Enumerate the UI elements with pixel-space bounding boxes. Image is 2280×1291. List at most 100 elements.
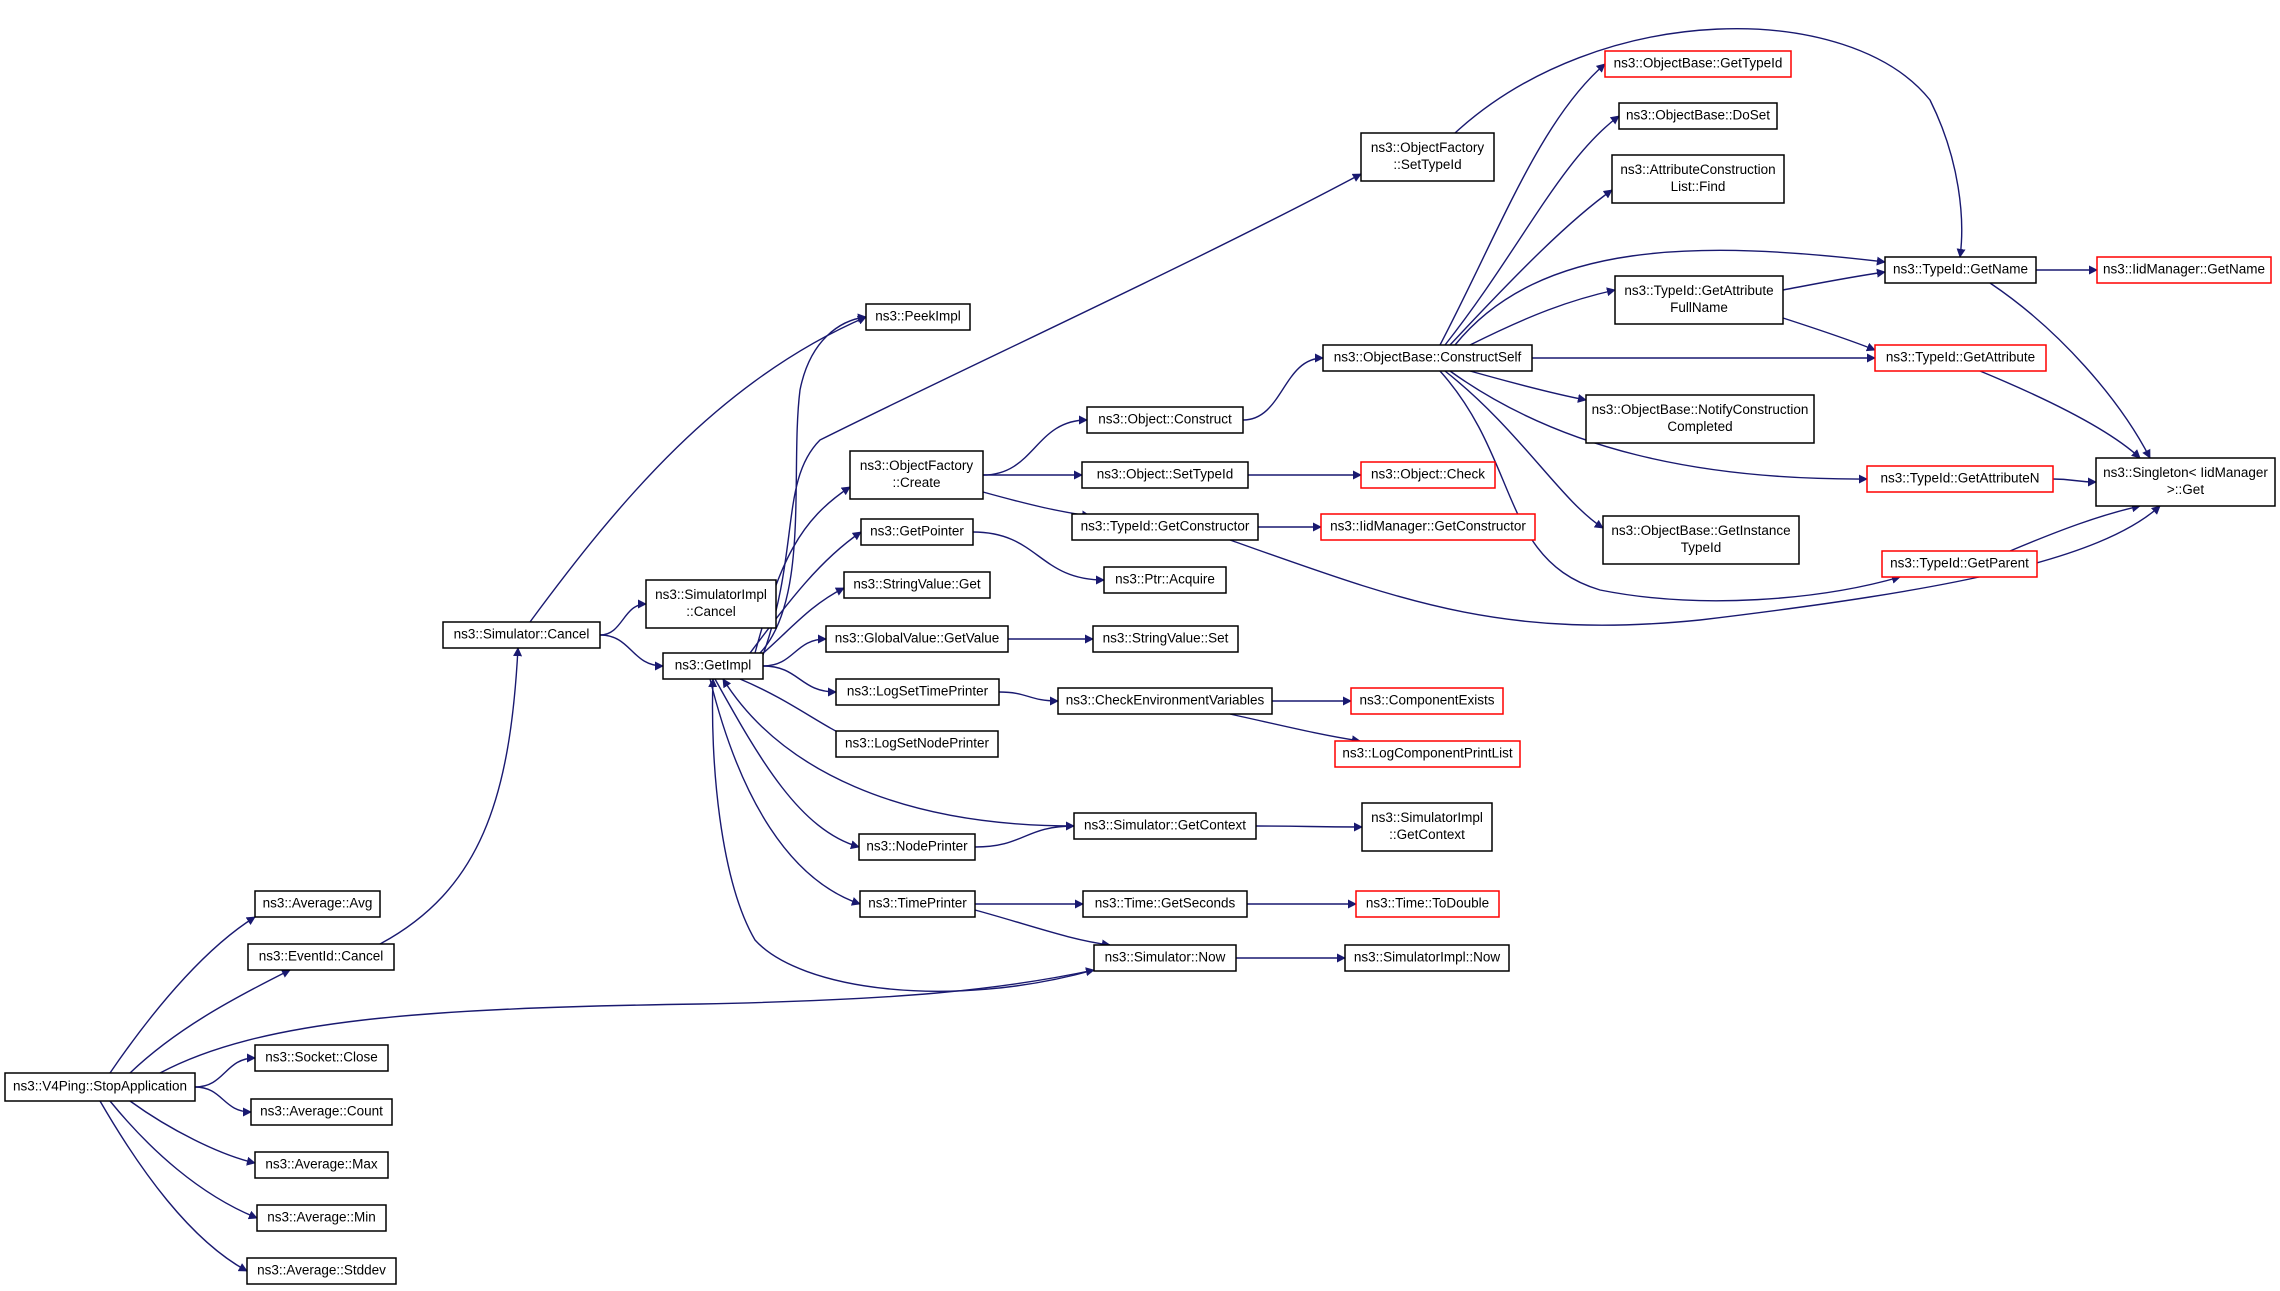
node-compexists[interactable]: ns3::ComponentExists [1350,687,1504,715]
node-nodeprinter[interactable]: ns3::NodePrinter [858,833,976,861]
edge-obconstructself-to-obgetinst [1444,370,1604,529]
node-simnow[interactable]: ns3::Simulator::Now [1093,944,1237,972]
node-singleton[interactable]: ns3::Singleton< IidManager>::Get [2095,457,2276,507]
node-label: ns3::LogSetNodePrinter [845,736,990,751]
node-label: ns3::GetImpl [675,658,752,673]
node-simgetctx[interactable]: ns3::Simulator::GetContext [1073,812,1257,840]
node-box [1585,394,1815,444]
node-label: ns3::Socket::Close [265,1050,378,1065]
node-objcheck[interactable]: ns3::Object::Check [1360,461,1496,489]
node-min[interactable]: ns3::Average::Min [256,1204,387,1232]
node-label: ns3::ComponentExists [1359,693,1494,708]
node-tidgetctor[interactable]: ns3::TypeId::GetConstructor [1071,513,1259,541]
edge-stop-to-stddev [99,1100,248,1272]
node-tidgetname[interactable]: ns3::TypeId::GetName [1884,256,2037,284]
node-box [849,450,984,500]
node-box [1057,687,1273,715]
node-checkenv[interactable]: ns3::CheckEnvironmentVariables [1057,687,1273,715]
node-logsetnode[interactable]: ns3::LogSetNodePrinter [835,730,999,758]
node-getpointer[interactable]: ns3::GetPointer [860,518,974,546]
node-box [1081,461,1249,489]
node-simcancel[interactable]: ns3::Simulator::Cancel [442,621,601,649]
node-getimpl[interactable]: ns3::GetImpl [662,652,764,680]
node-box [247,943,395,971]
node-simimplnow[interactable]: ns3::SimulatorImpl::Now [1344,944,1510,972]
node-count[interactable]: ns3::Average::Count [250,1098,393,1126]
edge-tidgetctor-to-singleton [1229,505,2161,626]
node-stop[interactable]: ns3::V4Ping::StopApplication [4,1072,196,1102]
node-iidgetctor[interactable]: ns3::IidManager::GetConstructor [1320,513,1536,541]
node-label: ns3::TypeId::GetAttribute [1624,283,1773,298]
node-ptracquire[interactable]: ns3::Ptr::Acquire [1103,566,1227,594]
edge-obconstructself-to-tidgetname [1454,249,1886,346]
node-box [442,621,601,649]
node-peekimpl[interactable]: ns3::PeekImpl [865,303,971,331]
node-box [1082,890,1248,918]
edge-simgetctx-to-simimplgetctx [1255,822,1363,832]
node-tidgetattrn[interactable]: ns3::TypeId::GetAttributeN [1866,465,2054,493]
edge-tidgetname-to-singleton [1989,282,2151,459]
node-simimplcancel[interactable]: ns3::SimulatorImpl::Cancel [645,579,777,629]
node-box [1614,275,1784,325]
node-ofcreate[interactable]: ns3::ObjectFactory::Create [849,450,984,500]
node-objsettypeid[interactable]: ns3::Object::SetTypeId [1081,461,1249,489]
node-logsettime[interactable]: ns3::LogSetTimePrinter [835,678,1000,706]
edge-logsettime-to-checkenv [998,691,1059,706]
node-box [1360,461,1496,489]
node-simimplgetctx[interactable]: ns3::SimulatorImpl::GetContext [1361,802,1493,852]
edge-obconstructself-to-acfind [1449,189,1613,346]
node-label: FullName [1670,300,1728,315]
node-max[interactable]: ns3::Average::Max [254,1151,389,1179]
node-label: Completed [1667,419,1732,434]
node-evcancel[interactable]: ns3::EventId::Cancel [247,943,395,971]
node-label: ns3::EventId::Cancel [259,949,384,964]
node-box [825,625,1009,653]
node-box [254,1151,389,1179]
node-box [1618,102,1778,130]
node-obnotify[interactable]: ns3::ObjectBase::NotifyConstructionCompl… [1585,394,1815,444]
node-label: ns3::TimePrinter [868,896,967,911]
node-box [1322,344,1533,372]
edge-getimpl-to-logsettime [762,665,837,697]
node-box [1866,465,2054,493]
node-ofsettypeid[interactable]: ns3::ObjectFactory::SetTypeId [1360,132,1495,182]
node-label: ns3::IidManager::GetName [2103,262,2265,277]
edge-stop-to-count [194,1086,252,1117]
node-svset[interactable]: ns3::StringValue::Set [1092,625,1239,653]
node-gvgetvalue[interactable]: ns3::GlobalValue::GetValue [825,625,1009,653]
node-svget[interactable]: ns3::StringValue::Get [843,571,991,599]
node-iidgetname[interactable]: ns3::IidManager::GetName [2096,256,2272,284]
node-obconstructself[interactable]: ns3::ObjectBase::ConstructSelf [1322,344,1533,372]
node-sockclose[interactable]: ns3::Socket::Close [254,1044,389,1072]
edge-getimpl-to-ofsettypeid [762,173,1362,656]
node-label: ::GetContext [1389,827,1465,842]
node-timegetsec[interactable]: ns3::Time::GetSeconds [1082,890,1248,918]
node-timeprinter[interactable]: ns3::TimePrinter [859,890,976,918]
node-obdoset[interactable]: ns3::ObjectBase::DoSet [1618,102,1778,130]
node-logcompprint[interactable]: ns3::LogComponentPrintList [1334,740,1521,768]
node-stddev[interactable]: ns3::Average::Stddev [246,1257,397,1285]
edge-ofsettypeid-to-tidgetname [1454,27,1966,258]
node-box [1355,890,1500,918]
node-box [1881,550,2038,578]
node-timetodouble[interactable]: ns3::Time::ToDouble [1355,890,1500,918]
node-box [246,1257,397,1285]
node-box [1611,154,1785,204]
edge-obconstructself-to-obgettypeid [1439,63,1606,346]
node-tidgetattr[interactable]: ns3::TypeId::GetAttribute [1874,344,2047,372]
node-tidgetparent[interactable]: ns3::TypeId::GetParent [1881,550,2038,578]
edge-checkenv-to-logcompprint [1229,713,1361,745]
node-box [1344,944,1510,972]
node-objconstruct[interactable]: ns3::Object::Construct [1086,406,1244,434]
edge-obconstructself-to-obdoset [1444,115,1620,346]
node-label: ns3::Average::Avg [263,896,373,911]
edge-simcancel-to-simimplcancel [599,599,647,636]
node-label: ns3::CheckEnvironmentVariables [1066,693,1265,708]
edge-getpointer-to-ptracquire [972,531,1105,585]
node-obgettypeid[interactable]: ns3::ObjectBase::GetTypeId [1604,50,1792,78]
node-avg[interactable]: ns3::Average::Avg [254,890,381,918]
node-label: ns3::Time::GetSeconds [1095,896,1236,911]
